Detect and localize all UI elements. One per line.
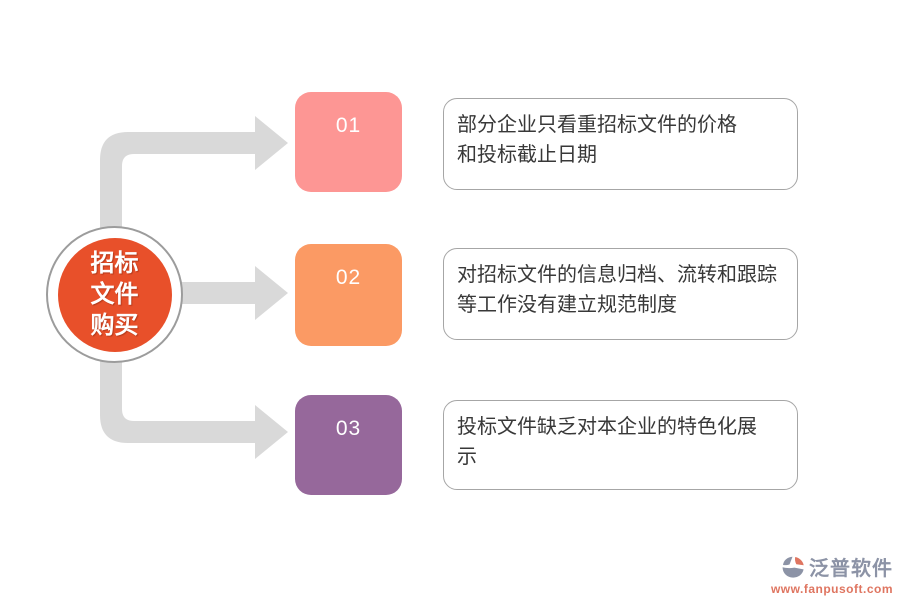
text-box-01: 部分企业只看重招标文件的价格 和投标截止日期 <box>443 98 798 190</box>
fanpu-logo-icon <box>782 556 804 578</box>
brand-watermark: 泛普软件 www.fanpusoft.com <box>771 552 893 596</box>
number-label-01: 01 <box>335 114 362 137</box>
number-label-02: 02 <box>335 266 362 289</box>
text-box-01-text: 部分企业只看重招标文件的价格 和投标截止日期 <box>457 114 737 166</box>
hub-circle-fill: 招标 文件 购买 <box>57 237 172 352</box>
arrow-top <box>100 116 288 245</box>
hub-label: 招标 文件 购买 <box>90 250 139 339</box>
text-box-02: 对招标文件的信息归档、流转和跟踪 等工作没有建立规范制度 <box>443 248 798 340</box>
brand-url: www.fanpusoft.com <box>770 582 893 596</box>
number-label-03: 03 <box>335 417 362 440</box>
brand-name: 泛普软件 <box>809 558 893 580</box>
hub-circle: 招标 文件 购买 <box>46 226 183 363</box>
number-tile-02: 02 <box>295 244 402 346</box>
text-box-02-text: 对招标文件的信息归档、流转和跟踪 等工作没有建立规范制度 <box>457 264 777 316</box>
arrow-middle <box>178 266 288 320</box>
text-box-03-text: 投标文件缺乏对本企业的特色化展 示 <box>457 416 757 468</box>
number-tile-03: 03 <box>295 395 402 495</box>
arrow-bottom <box>100 345 288 459</box>
text-box-03: 投标文件缺乏对本企业的特色化展 示 <box>443 400 798 490</box>
number-tile-01: 01 <box>295 92 402 192</box>
